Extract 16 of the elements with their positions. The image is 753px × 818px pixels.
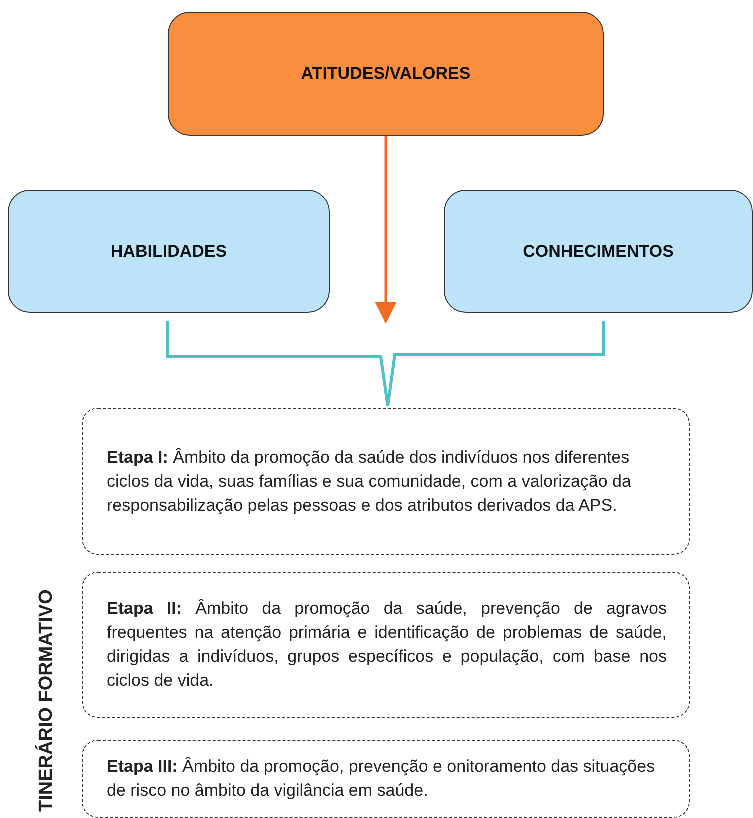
vertical-heading: TINERÁRIO FORMATIVO	[36, 590, 58, 812]
bracket-connector	[386, 321, 606, 406]
concept-title: CONHECIMENTOS	[523, 242, 674, 262]
concept-box	[444, 190, 753, 313]
arrow	[375, 136, 397, 324]
stage-description: Etapa II: Âmbito da promoção da saúde, prevenção de agravos frequentes na atenção primária e identificação de problemas de saúde, dirigidas a indivíduos, grupos específicos e população, com base nos ciclos de vida.	[107, 598, 667, 692]
concept-title: ATITUDES/VALORES	[301, 64, 471, 84]
concept-box	[168, 12, 604, 136]
stage-box	[82, 408, 690, 555]
stage-box	[82, 740, 690, 818]
stage-description: Etapa I: Âmbito da promoção da saúde dos indivíduos nos diferentes ciclos da vida, suas famílias e sua comunidade, com a valorização da responsabilização pelas pessoas e dos atributos derivados da APS.	[107, 446, 632, 517]
concept-title: HABILIDADES	[110, 242, 228, 262]
bracket-connector	[166, 321, 390, 406]
stage-box	[82, 572, 690, 718]
concept-box	[8, 190, 330, 313]
stage-description: Etapa III: Âmbito da promoção, prevenção e onitoramento das situações de risco no âmbito da vigilância em saúde.	[107, 756, 656, 802]
